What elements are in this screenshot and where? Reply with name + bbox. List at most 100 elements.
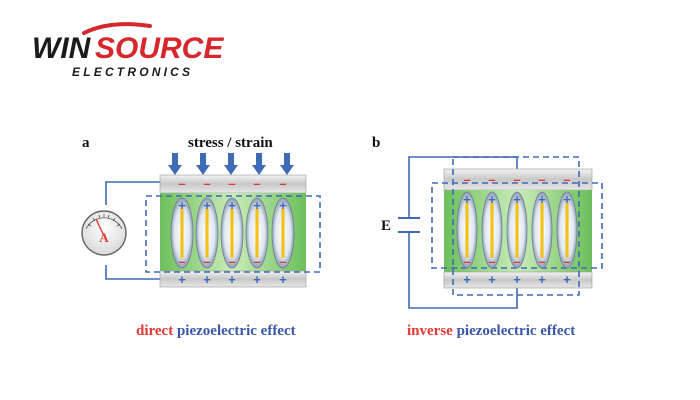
dipole-core [540, 202, 544, 258]
stress-arrow [196, 153, 210, 175]
electrode-plus-charge: + [463, 272, 471, 287]
ammeter-body [81, 210, 127, 256]
dipole-plus: + [279, 198, 287, 213]
stress-arrows [168, 153, 294, 175]
panel-b-wire [408, 156, 518, 309]
dipole-minus: – [228, 254, 235, 269]
caption-direct: direct [136, 323, 173, 339]
dipole-minus: – [463, 254, 470, 269]
panel-b: b E ––––– +++++ +–+–+–+–+– inverse piezo… [372, 135, 603, 339]
dipole-minus: – [178, 254, 185, 269]
dipole: +– [456, 191, 478, 269]
electrode-minus-charge: – [279, 176, 286, 191]
panel-b-bottom-charges: + + + + + [463, 272, 571, 287]
dipole-core [490, 202, 494, 258]
dipole-minus: – [488, 254, 495, 269]
stress-arrow [168, 153, 182, 175]
panel-a: a stress / strain ––––– +++++ +–+–+–+–+– [81, 135, 321, 339]
dipole-core [255, 208, 259, 258]
electrode-minus-charge: – [513, 172, 520, 187]
dipole-core [281, 208, 285, 258]
dipole-minus: – [563, 254, 570, 269]
electrode-minus-charge: – [488, 172, 495, 187]
electrode-plus-charge: + [538, 272, 546, 287]
panel-b-dipoles: +–+–+–+–+– [456, 191, 578, 269]
dipole: +– [170, 197, 194, 269]
dipole-plus: + [203, 198, 211, 213]
panel-b-letter: b [372, 135, 380, 151]
dipole: +– [271, 197, 295, 269]
dipole-minus: – [538, 254, 545, 269]
electrode-minus-charge: – [178, 176, 185, 191]
dipole-core [515, 202, 519, 258]
winsource-logo[interactable]: WIN SOURCE ELECTRONICS [32, 22, 224, 79]
electrode-minus-charge: – [203, 176, 210, 191]
dipole-minus: – [203, 254, 210, 269]
electrode-plus-charge: + [563, 272, 571, 287]
panel-a-bottom-charges: + + + + + [178, 272, 287, 287]
dipole-core [565, 202, 569, 258]
ammeter-ticks [87, 214, 121, 227]
dipole-core [230, 208, 234, 258]
field-label-e: E [381, 218, 391, 234]
electrode-plus-charge: + [178, 272, 186, 287]
panel-b-bottom-electrode [443, 271, 593, 289]
dipole-plus: + [513, 192, 521, 207]
panel-a-letter: a [82, 135, 90, 151]
panel-b-dashed-tall [452, 156, 580, 296]
dipole: +– [556, 191, 578, 269]
dipole-minus: – [513, 254, 520, 269]
dipole: +– [481, 191, 503, 269]
dipole-plus: + [538, 192, 546, 207]
dipole-minus: – [253, 254, 260, 269]
caption-b-rest: piezoelectric effect [453, 323, 575, 339]
dipole: +– [220, 197, 244, 269]
electrode-plus-charge: + [203, 272, 211, 287]
electrode-minus-charge: – [253, 176, 260, 191]
electrode-minus-charge: – [538, 172, 545, 187]
dipole: +– [531, 191, 553, 269]
panel-b-caption: inverse piezoelectric effect [407, 323, 575, 339]
stress-arrow [224, 153, 238, 175]
electrode-plus-charge: + [253, 272, 261, 287]
dipole-core [465, 202, 469, 258]
electrode-minus-charge: – [563, 172, 570, 187]
dipole-plus: + [488, 192, 496, 207]
ammeter-label: A [99, 230, 109, 245]
panel-a-dashed-boundary [145, 195, 321, 273]
stress-arrow [280, 153, 294, 175]
panel-a-bottom-electrode [159, 270, 307, 288]
logo-brand-left: WIN [32, 32, 92, 65]
panel-a-dipoles: +–+–+–+–+– [170, 197, 295, 269]
ammeter: A [81, 210, 127, 256]
dipole: +– [506, 191, 528, 269]
dipole-core [180, 208, 184, 258]
electrode-plus-charge: + [513, 272, 521, 287]
logo-swoosh [82, 22, 152, 35]
electrode-minus-charge: – [463, 172, 470, 187]
panel-a-wire [105, 181, 160, 280]
dipole: +– [195, 197, 219, 269]
electrode-plus-charge: + [488, 272, 496, 287]
dipole-minus: – [279, 254, 286, 269]
voltage-source [398, 217, 420, 233]
dipole-plus: + [178, 198, 186, 213]
electrode-plus-charge: + [279, 272, 287, 287]
dipole-plus: + [563, 192, 571, 207]
dipole: +– [245, 197, 269, 269]
electrode-plus-charge: + [228, 272, 236, 287]
dipole-core [205, 208, 209, 258]
stress-arrow [252, 153, 266, 175]
panel-a-caption: direct piezoelectric effect [136, 323, 296, 339]
ammeter-needle [95, 218, 105, 237]
dipole-plus: + [253, 198, 261, 213]
logo-tagline: ELECTRONICS [72, 65, 193, 79]
panel-b-top-charges: ––––– [463, 172, 570, 187]
caption-a-rest: piezoelectric effect [173, 323, 295, 339]
logo-brand-right: SOURCE [95, 32, 224, 65]
electrode-minus-charge: – [228, 176, 235, 191]
panel-a-top-charges: ––––– [178, 176, 286, 191]
dipole-plus: + [228, 198, 236, 213]
dipole-plus: + [463, 192, 471, 207]
